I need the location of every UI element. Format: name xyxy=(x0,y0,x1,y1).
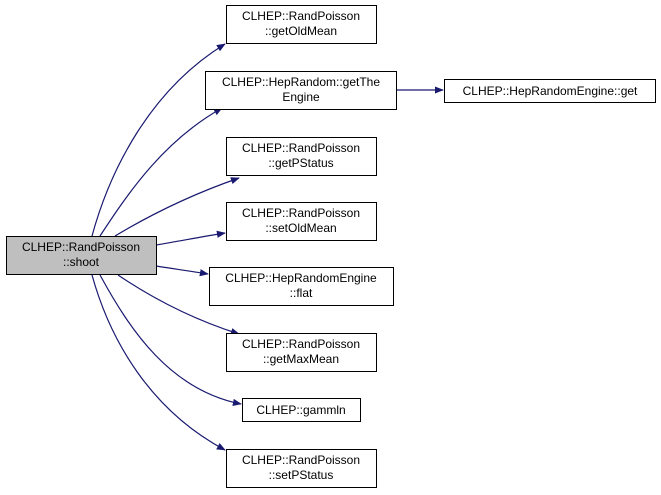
node-getpstatus[interactable]: CLHEP::RandPoisson ::getPStatus xyxy=(226,137,377,176)
node-gammln-box xyxy=(242,398,361,422)
node-shoot-box xyxy=(6,236,157,275)
node-engineget[interactable]: CLHEP::HepRandomEngine::get xyxy=(444,79,656,103)
node-getpstatus-box xyxy=(226,137,377,176)
node-flat-line2: ::flat xyxy=(290,286,313,300)
node-getmaxmean-line2: ::getMaxMean xyxy=(263,352,339,366)
node-flat-box xyxy=(209,267,394,306)
node-setpstatus-line1: CLHEP::RandPoisson xyxy=(242,453,360,467)
node-setoldmean-line2: ::setOldMean xyxy=(265,221,336,235)
node-flat-line1: CLHEP::HepRandomEngine xyxy=(225,271,377,285)
node-setpstatus[interactable]: CLHEP::RandPoisson ::setPStatus xyxy=(226,449,377,488)
node-flat[interactable]: CLHEP::HepRandomEngine ::flat xyxy=(209,267,394,306)
edge-shoot-to-getpstatus xyxy=(114,177,240,237)
node-setoldmean-line1: CLHEP::RandPoisson xyxy=(242,206,360,220)
node-shoot-line2: ::shoot xyxy=(63,255,100,269)
node-getpstatus-line1: CLHEP::RandPoisson xyxy=(242,141,360,155)
node-shoot[interactable]: CLHEP::RandPoisson ::shoot xyxy=(6,236,157,275)
node-gettheengine[interactable]: CLHEP::HepRandom::getThe Engine xyxy=(205,71,397,110)
node-getpstatus-line2: ::getPStatus xyxy=(268,156,333,170)
node-gammln-line1: CLHEP::gammln xyxy=(256,403,345,417)
edge-shoot-to-gammln xyxy=(99,274,242,406)
node-getoldmean-line2: ::getOldMean xyxy=(265,24,337,38)
node-engineget-line1: CLHEP::HepRandomEngine::get xyxy=(463,84,638,98)
node-setoldmean-box xyxy=(226,202,377,241)
node-gettheengine-box xyxy=(205,71,397,110)
node-getoldmean-box xyxy=(226,5,377,44)
edge-shoot-to-gettheengine xyxy=(99,107,223,237)
node-setpstatus-line2: ::setPStatus xyxy=(269,468,334,482)
edge-shoot-to-flat xyxy=(155,265,209,277)
node-gammln[interactable]: CLHEP::gammln xyxy=(242,398,361,422)
edge-shoot-to-setoldmean xyxy=(155,230,226,246)
node-shoot-line1: CLHEP::RandPoisson xyxy=(22,240,140,254)
edge-shoot-to-getoldmean xyxy=(91,43,226,237)
node-getoldmean[interactable]: CLHEP::RandPoisson ::getOldMean xyxy=(226,5,377,44)
node-getmaxmean-box xyxy=(226,333,377,372)
node-getmaxmean[interactable]: CLHEP::RandPoisson ::getMaxMean xyxy=(226,333,377,372)
node-getmaxmean-line1: CLHEP::RandPoisson xyxy=(242,337,360,351)
node-gettheengine-line1: CLHEP::HepRandom::getThe xyxy=(222,75,380,89)
node-engineget-box xyxy=(444,79,656,103)
node-gettheengine-line2: Engine xyxy=(282,90,320,104)
edge-shoot-to-setpstatus xyxy=(91,274,226,451)
edges xyxy=(91,43,444,451)
node-getoldmean-line1: CLHEP::RandPoisson xyxy=(242,9,360,23)
edge-shoot-to-getmaxmean xyxy=(117,274,240,335)
node-setoldmean[interactable]: CLHEP::RandPoisson ::setOldMean xyxy=(226,202,377,241)
node-setpstatus-box xyxy=(226,449,377,488)
